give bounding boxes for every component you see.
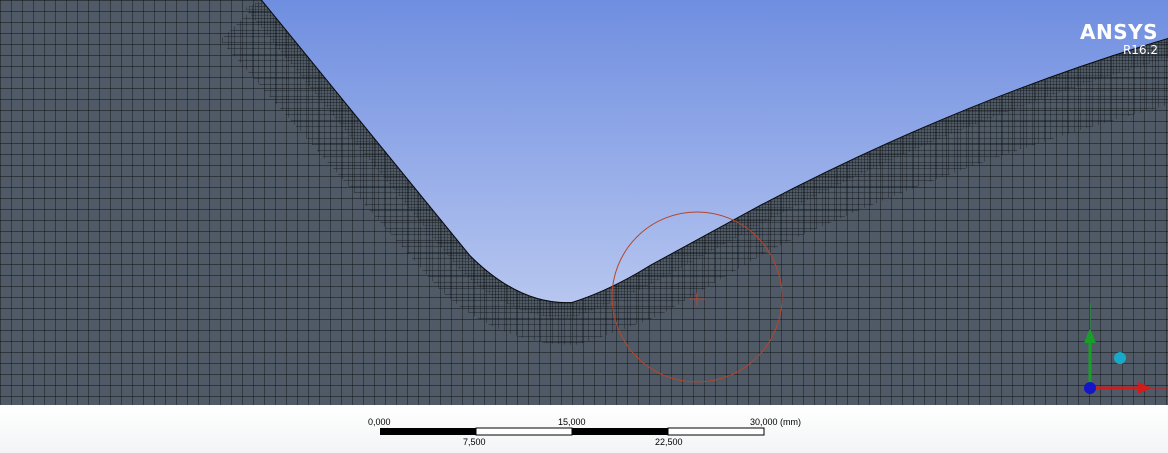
brand-name: ANSYS	[1079, 20, 1158, 44]
scale-segment-3	[572, 428, 668, 435]
scale-segment-2	[475, 427, 573, 436]
scale-segment-4	[667, 427, 765, 436]
scale-bar-area: 0,000 15,000 30,000 (mm) 7,500 22,500	[0, 405, 1168, 453]
graphics-viewport[interactable]: ANSYS R16.2	[0, 0, 1168, 405]
brand-version: R16.2	[1122, 43, 1158, 57]
highlight-circle	[611, 211, 783, 383]
scale-label-7500: 7,500	[463, 437, 486, 447]
coordinate-triad[interactable]	[1084, 303, 1168, 394]
scale-label-22500: 22,500	[655, 437, 683, 447]
scale-label-30: 30,000 (mm)	[750, 417, 802, 427]
triad-y-arrow-icon	[1084, 328, 1096, 343]
mesh-scene[interactable]	[0, 0, 1168, 405]
scale-label-0: 0,000	[368, 417, 391, 427]
scale-segment-1	[380, 428, 476, 435]
scale-label-15: 15,000	[558, 417, 586, 427]
triad-x-arrow-icon	[1138, 382, 1152, 394]
triad-z-origin-icon	[1084, 382, 1096, 394]
triad-isometric-ball-icon[interactable]	[1114, 352, 1126, 364]
scale-bar	[380, 427, 765, 436]
ansys-logo: ANSYS R16.2	[1080, 22, 1158, 56]
mesh-refined-band-right	[572, 38, 1168, 345]
